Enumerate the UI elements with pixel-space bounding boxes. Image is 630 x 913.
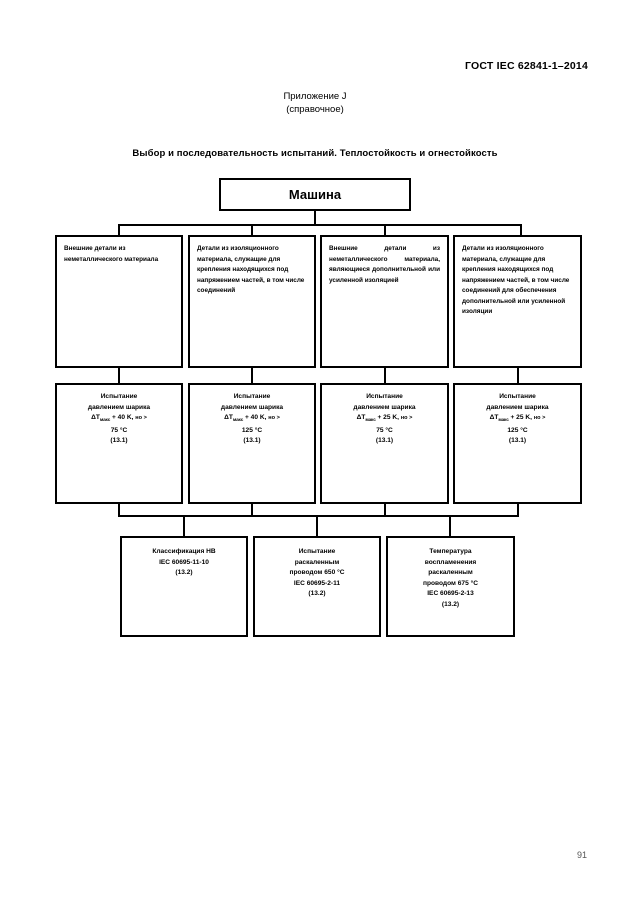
test-temperature: 125 °C: [507, 426, 528, 434]
flow-node-text: Классификация HB IEC 60695-11-10 (13.2): [122, 538, 246, 579]
result-line-3: проводом 650 °C: [289, 569, 345, 577]
connector-drop-row1-4: [520, 224, 522, 235]
flow-node-root: Машина: [219, 178, 411, 211]
flow-node-text: Детали из изоляционного материала, служа…: [197, 245, 305, 294]
connector-drop-row3-1: [183, 515, 185, 536]
test-clause: (13.1): [243, 437, 261, 445]
connector-row2-drop-4: [517, 504, 519, 515]
flowchart-title: Выбор и последовательность испытаний. Те…: [132, 148, 498, 159]
test-formula: ΔTмакс + 25 K, но >: [322, 413, 447, 426]
connector-row2-drop-2: [251, 504, 253, 515]
connector-bus-row1: [118, 224, 522, 226]
result-line-5: IEC 60695-2-13: [427, 590, 474, 598]
flow-node-classification-hb: Классификация HB IEC 60695-11-10 (13.2): [120, 536, 248, 637]
connector-root-stem: [314, 211, 316, 225]
result-line-1: Классификация HB: [152, 548, 216, 555]
flow-node-root-label: Машина: [288, 187, 342, 202]
result-line-3: раскаленным: [428, 569, 473, 577]
page-number: 91: [576, 850, 587, 860]
connector-drop-row1-3: [384, 224, 386, 235]
flow-node-text: Испытание давлением шарика ΔTмакс + 25 K…: [455, 385, 580, 447]
test-line-2: давлением шарика: [220, 403, 284, 411]
flow-node-ball-pressure-test-40k-125c: Испытание давлением шарика ΔTмакс + 40 K…: [188, 383, 316, 504]
flow-node-insulating-parts-live-fixing: Детали из изоляционного материала, служа…: [188, 235, 316, 368]
annex-label: Приложение J: [283, 91, 347, 102]
flow-node-insulating-parts-supplementary-insulation: Детали из изоляционного материала, служа…: [453, 235, 582, 368]
flow-node-text: Испытание давлением шарика ΔTмакс + 40 K…: [57, 385, 181, 447]
condition: но >: [533, 415, 546, 422]
delta-value: + 25 K,: [377, 414, 399, 422]
delta-value: + 25 K,: [510, 414, 532, 422]
test-formula: ΔTмакс + 40 K, но >: [190, 413, 314, 426]
connector-row1-row2-1: [118, 368, 120, 383]
test-line-1: Испытание: [233, 393, 271, 400]
connector-drop-row1-2: [251, 224, 253, 235]
result-line-2: раскаленным: [294, 558, 340, 566]
result-line-2: воспламенения: [424, 558, 477, 566]
flow-node-ball-pressure-test-25k-75c: Испытание давлением шарика ΔTмакс + 25 K…: [320, 383, 449, 504]
flow-node-text: Испытание давлением шарика ΔTмакс + 25 K…: [322, 385, 447, 447]
connector-row2-drop-1: [118, 504, 120, 515]
connector-row2-drop-3: [384, 504, 386, 515]
flow-node-text: Внешние детали из неметаллического матер…: [329, 245, 440, 284]
test-temperature: 75 °C: [376, 426, 393, 434]
result-clause: (13.2): [441, 600, 460, 608]
result-line-2: IEC 60695-11-10: [159, 558, 209, 566]
delta-t-subscript: макс: [99, 417, 111, 423]
connector-bus-row3: [118, 515, 519, 517]
flow-node-external-nonmetal-parts: Внешние детали из неметаллического матер…: [55, 235, 183, 368]
delta-t-subscript: макс: [232, 417, 244, 423]
connector-drop-row1-1: [118, 224, 120, 235]
annex-block: Приложение J (справочное): [0, 90, 630, 116]
delta-t-symbol: ΔT: [91, 414, 100, 422]
flow-node-text: Испытание давлением шарика ΔTмакс + 40 K…: [190, 385, 314, 447]
result-line-4: IEC 60695-2-11: [293, 579, 341, 587]
test-clause: (13.1): [375, 437, 394, 445]
delta-t-subscript: макс: [365, 417, 376, 423]
delta-value: + 40 K,: [245, 414, 267, 422]
delta-t-symbol: ΔT: [224, 414, 233, 422]
result-clause: (13.2): [175, 569, 193, 577]
result-line-1: Испытание: [298, 548, 336, 555]
test-temperature: 125 °C: [241, 426, 263, 434]
flow-node-ball-pressure-test-25k-125c: Испытание давлением шарика ΔTмакс + 25 K…: [453, 383, 582, 504]
annex-kind: (справочное): [286, 104, 344, 115]
result-line-4: проводом 675 °C: [422, 579, 478, 587]
delta-t-symbol: ΔT: [489, 414, 499, 422]
flow-node-glow-wire-ignition-675: Температура воспламенения раскаленным пр…: [386, 536, 515, 637]
test-line-2: давлением шарика: [353, 403, 416, 411]
test-clause: (13.1): [110, 437, 128, 445]
test-temperature: 75 °C: [110, 426, 128, 434]
delta-t-subscript: макс: [498, 417, 509, 423]
connector-row1-row2-2: [251, 368, 253, 383]
flow-node-text: Температура воспламенения раскаленным пр…: [388, 538, 513, 611]
test-formula: ΔTмакс + 25 K, но >: [455, 413, 580, 426]
connector-drop-row3-2: [316, 515, 318, 536]
connector-row1-row2-4: [517, 368, 519, 383]
test-line-2: давлением шарика: [486, 403, 549, 411]
connector-row1-row2-3: [384, 368, 386, 383]
flow-node-text: Испытание раскаленным проводом 650 °C IE…: [255, 538, 379, 600]
flow-node-external-nonmetal-supplementary-insulation: Внешние детали из неметаллического матер…: [320, 235, 449, 368]
condition: но >: [135, 415, 147, 422]
test-line-2: давлением шарика: [87, 403, 151, 411]
test-line-1: Испытание: [100, 393, 138, 400]
test-formula: ΔTмакс + 40 K, но >: [57, 413, 181, 426]
condition: но >: [400, 415, 413, 422]
flow-node-text: Внешние детали из неметаллического матер…: [64, 245, 159, 263]
test-line-1: Испытание: [366, 393, 403, 400]
delta-value: + 40 K,: [112, 414, 134, 422]
document-header: ГОСТ IEC 62841-1–2014: [465, 60, 588, 72]
condition: но >: [268, 415, 280, 422]
test-clause: (13.1): [508, 437, 527, 445]
test-line-1: Испытание: [499, 393, 536, 400]
flow-node-glow-wire-test-650: Испытание раскаленным проводом 650 °C IE…: [253, 536, 381, 637]
flow-node-text: Детали из изоляционного материала, служа…: [462, 245, 570, 315]
delta-t-symbol: ΔT: [356, 414, 366, 422]
flow-node-ball-pressure-test-40k-75c: Испытание давлением шарика ΔTмакс + 40 K…: [55, 383, 183, 504]
connector-drop-row3-3: [449, 515, 451, 536]
result-line-1: Температура: [429, 548, 472, 555]
result-clause: (13.2): [308, 590, 326, 598]
